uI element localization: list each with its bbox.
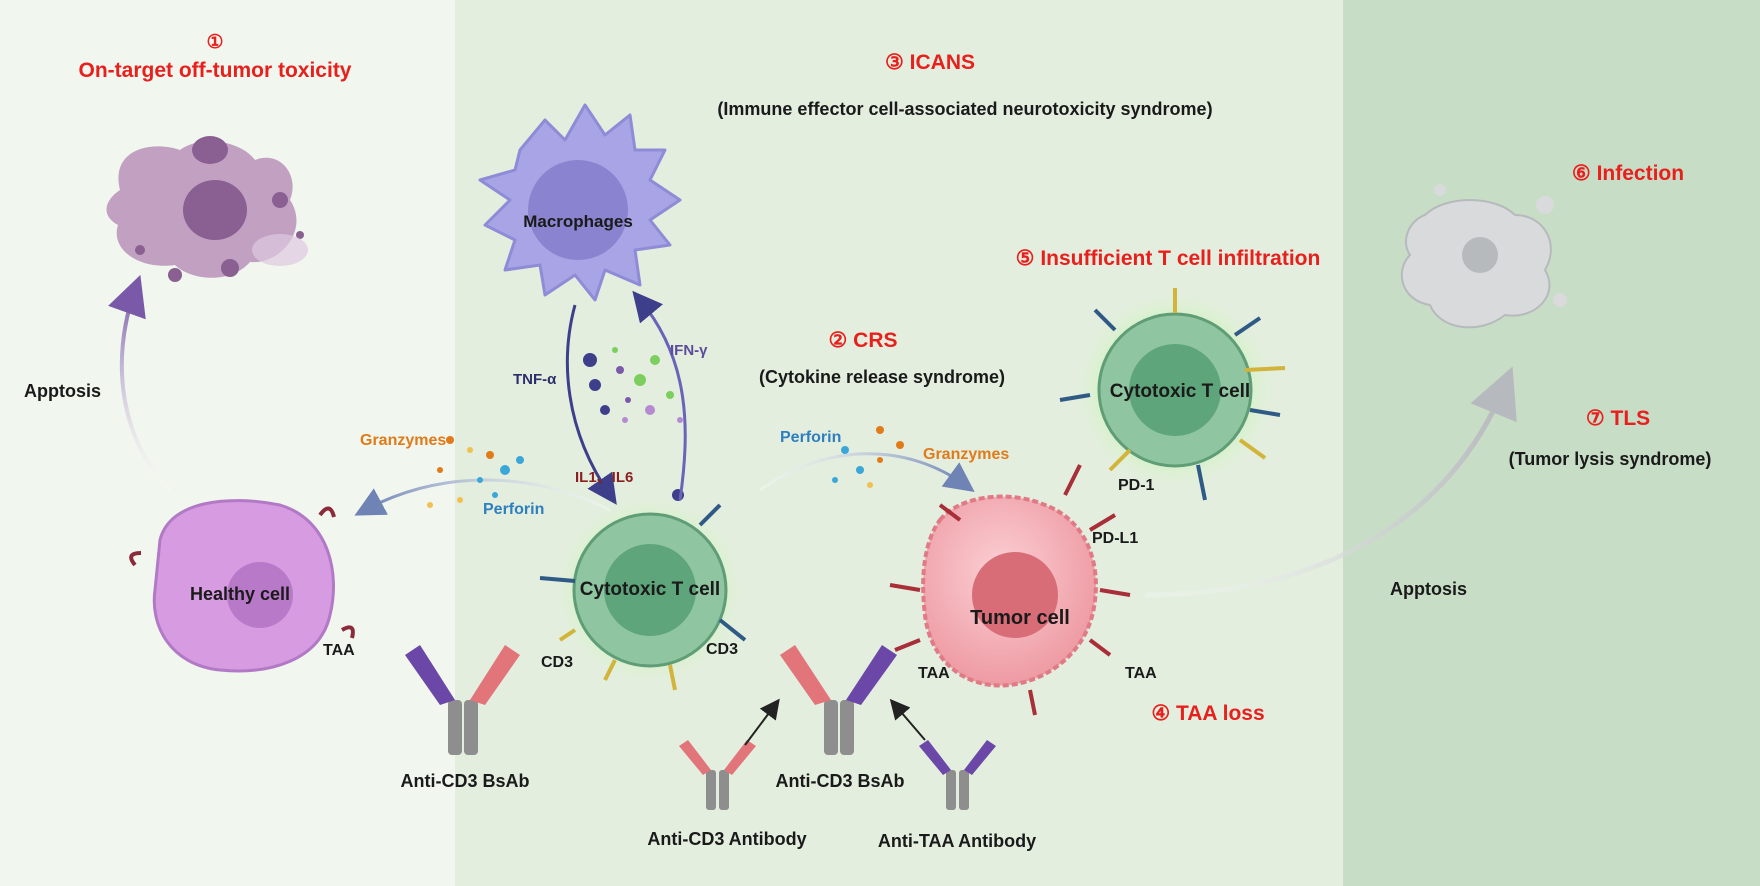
icans-subtitle: (Immune effector cell-associated neuroto…	[717, 99, 1213, 119]
anti-cd3-antibody-label: Anti-CD3 Antibody	[647, 829, 807, 849]
cytokine-particles	[583, 347, 684, 501]
arrow-anti-cd3-to-bsab	[744, 698, 780, 746]
granzymes-left-label: Granzymes	[360, 432, 447, 449]
apoptosis-arrow-right	[1144, 366, 1517, 598]
anti-taa-antibody-label: Anti-TAA Antibody	[877, 831, 1037, 851]
granule-dots-left	[427, 436, 524, 508]
toxicity-number: ①	[206, 32, 224, 53]
granule-dots-right	[832, 426, 904, 488]
granzymes-right-label: Granzymes	[923, 446, 1010, 463]
perforin-right-label: Perforin	[780, 429, 842, 446]
t-cell-main-label: Cytotoxic T cell	[579, 579, 721, 600]
cd3-right-label: CD3	[706, 641, 739, 658]
perforin-left-label: Perforin	[483, 501, 545, 518]
crs-subtitle: (Cytokine release syndrome)	[758, 367, 1006, 387]
bsab-center-label: Anti-CD3 BsAb	[775, 771, 905, 791]
tls-subtitle: (Tumor lysis syndrome)	[1508, 449, 1712, 469]
pd1-label: PD-1	[1118, 477, 1155, 494]
ifn-arrow	[632, 290, 687, 501]
cytotoxic-t-cell-upper	[1059, 288, 1286, 501]
apoptosis-arrow-left	[108, 274, 172, 492]
taa-healthy-label: TAA	[323, 642, 355, 659]
ifn-label: IFN-γ	[670, 342, 708, 359]
apoptotic-cell	[106, 136, 308, 282]
granzyme-arrow-right	[759, 452, 975, 493]
infection-heading: ⑥ Infection	[1571, 162, 1685, 185]
t-cell-upper-label: Cytotoxic T cell	[1109, 381, 1251, 402]
tnf-arrow	[565, 304, 617, 505]
lysed-cell	[1400, 184, 1567, 329]
toxicity-heading: On-target off-tumor toxicity	[78, 59, 352, 82]
il-label: IL1、IL6	[575, 469, 634, 486]
macrophage-cell	[478, 103, 682, 302]
cytotoxic-t-cell-main	[539, 495, 747, 691]
crs-heading: ② CRS	[828, 329, 898, 352]
pdl1-label: PD-L1	[1092, 530, 1139, 547]
cd3-left-label: CD3	[541, 654, 574, 671]
taa-tumor-left-label: TAA	[918, 665, 950, 682]
taa-loss-heading: ④ TAA loss	[1151, 702, 1265, 725]
panel-right	[1343, 0, 1760, 886]
healthy-cell	[129, 499, 355, 673]
infiltration-heading: ⑤ Insufficient T cell infiltration	[1015, 247, 1321, 270]
granzyme-arrow-left	[354, 478, 611, 516]
bsab-left-label: Anti-CD3 BsAb	[400, 771, 530, 791]
anti-taa-antibody	[919, 740, 996, 810]
bsab-center	[780, 645, 897, 755]
icans-heading: ③ ICANS	[885, 51, 975, 74]
tumor-cell	[889, 464, 1131, 716]
taa-tumor-right-label: TAA	[1125, 665, 1157, 682]
arrow-anti-taa-to-bsab	[889, 698, 926, 741]
apoptosis-right-label: Apptosis	[1390, 579, 1468, 599]
bsab-left	[405, 645, 520, 755]
tnf-label: TNF-α	[513, 371, 557, 388]
tls-heading: ⑦ TLS	[1585, 407, 1651, 430]
macrophage-label: Macrophages	[523, 212, 633, 231]
apoptosis-left-label: Apptosis	[24, 381, 102, 401]
healthy-cell-label: Healthy cell	[189, 584, 291, 604]
tumor-cell-label: Tumor cell	[970, 607, 1070, 629]
anti-cd3-antibody	[679, 740, 756, 810]
